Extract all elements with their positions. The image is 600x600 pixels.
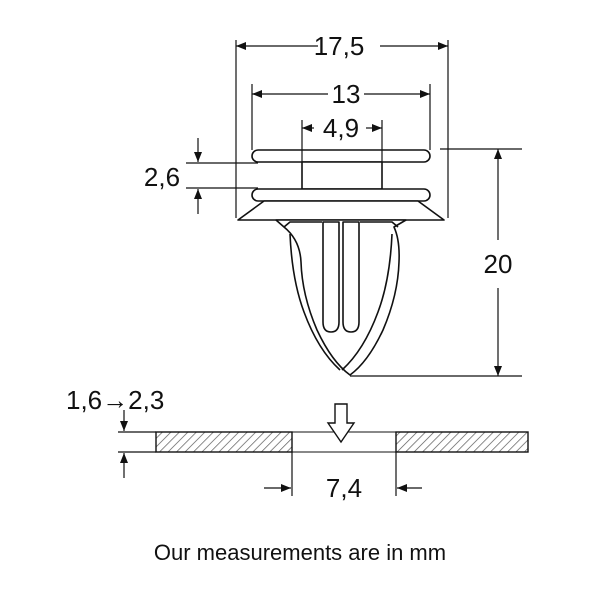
- dim-neck-width: 4,9: [323, 113, 359, 143]
- panel-section: [155, 403, 529, 453]
- dim-hole-diameter: 7,4: [326, 473, 362, 503]
- clip-slot-right: [342, 221, 360, 333]
- clip-head-top-disc: [251, 149, 431, 163]
- clip-head-lower-disc: [251, 188, 431, 202]
- clip-neck: [301, 161, 383, 190]
- panel-dimension-lines: [118, 410, 422, 496]
- dim-panel-thickness: 1,6→2,3: [66, 385, 164, 415]
- dim-height: 20: [484, 249, 513, 279]
- clip-right-shoulder: [360, 221, 399, 228]
- clip-left-leg-line: [289, 233, 341, 371]
- insertion-arrow-icon: [326, 403, 356, 444]
- panel-right-section: [395, 431, 529, 453]
- clip-body: [237, 149, 445, 376]
- panel-left-section: [155, 431, 293, 453]
- clip-left-shoulder: [283, 221, 322, 228]
- clip-leg-cone: [275, 219, 407, 376]
- dim-flange-width: 13: [332, 79, 361, 109]
- dim-flange-gap: 2,6: [144, 162, 180, 192]
- units-caption: Our measurements are in mm: [153, 540, 447, 565]
- clip-skirt: [237, 200, 445, 221]
- clip-right-leg-line: [341, 233, 393, 371]
- clip-slot-left: [322, 221, 340, 333]
- dimension-lines: [186, 40, 522, 377]
- dim-overall-width: 17,5: [314, 31, 365, 61]
